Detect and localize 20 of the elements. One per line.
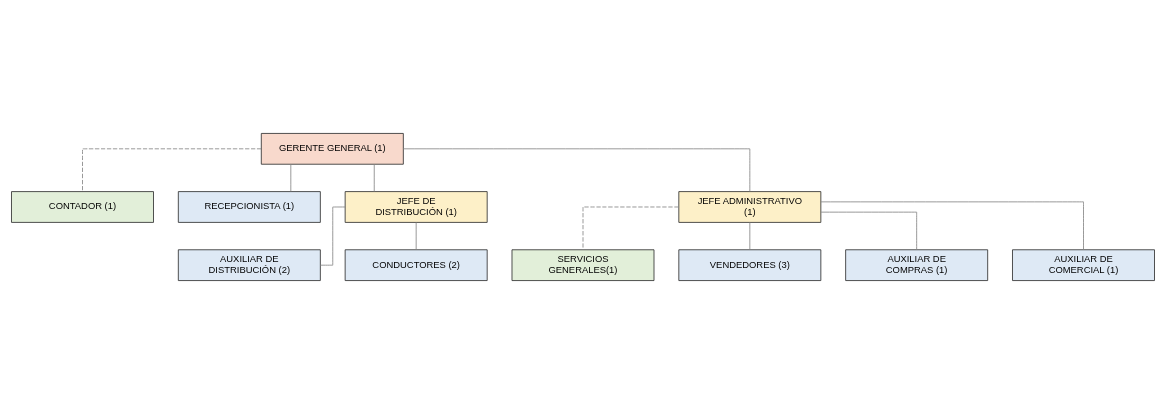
node-box: VENDEDORES (3) — [678, 249, 822, 281]
node-box: SERVICIOS GENERALES(1) — [511, 249, 655, 281]
connector — [373, 164, 375, 192]
connector — [820, 201, 1084, 250]
node-box: AUXILIAR DE DISTRIBUCIÓN (2) — [177, 249, 321, 281]
node-box: AUXILIAR DE COMPRAS (1) — [845, 249, 989, 281]
node-box: GERENTE GENERAL (1) — [260, 133, 404, 165]
connector — [582, 206, 680, 250]
connector — [402, 148, 751, 192]
connector — [415, 222, 417, 250]
connector — [820, 211, 918, 250]
node-box: RECEPCIONISTA (1) — [177, 191, 321, 223]
node-box: JEFE DE DISTRIBUCIÓN (1) — [344, 191, 488, 223]
node-box: CONDUCTORES (2) — [344, 249, 488, 281]
connector — [290, 164, 292, 192]
node-box: CONTADOR (1) — [11, 191, 154, 223]
connector — [82, 148, 262, 192]
node-box: JEFE ADMINISTRATIVO (1) — [678, 191, 822, 223]
connector — [749, 222, 751, 250]
node-box: AUXILIAR DE COMERCIAL (1) — [1012, 249, 1155, 281]
